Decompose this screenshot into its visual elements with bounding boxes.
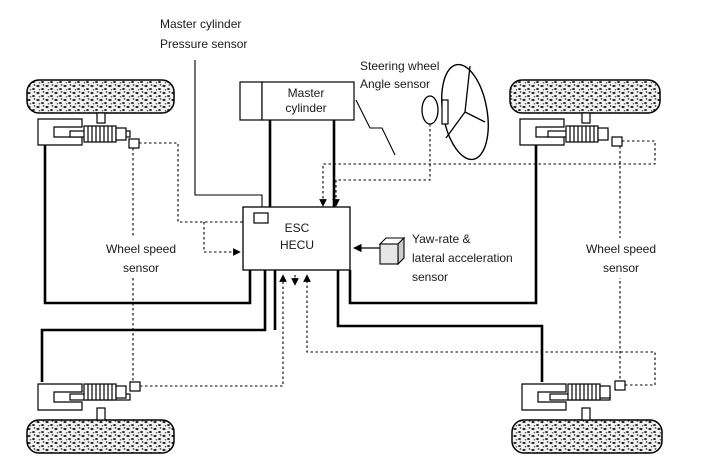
steering-angle-sensor-icon [421,95,439,125]
pressure-sensor-label-line2: Pressure sensor [160,37,247,51]
master-cylinder-box [261,81,355,121]
wheel-speed-sensor-front-right [611,136,623,147]
tire-front-right [509,79,661,114]
pressure-sensor-leader [194,60,263,212]
brake-assembly-rear-right [521,383,611,421]
master-cylinder-label-line1: Master [288,86,325,100]
tire-front-left [26,79,175,114]
master-cylinder-reservoir [239,81,263,121]
steering-wheel-label-line2: Angle sensor [360,77,430,91]
master-cylinder-label-line2: cylinder [285,101,326,115]
hecu-label: HECU [280,238,314,252]
wheel-speed-sensor-rear-right [614,380,626,391]
steering-angle-leader [355,99,396,156]
esc-label: ESC [285,221,310,235]
yaw-sensor-label-line2: lateral acceleration [412,251,513,265]
yaw-sensor-label-line3: sensor [412,270,448,284]
wheel-speed-sensor-front-left [128,138,140,149]
brake-assembly-front-right [519,112,609,146]
yaw-sensor-label-line1: Yaw-rate & [412,232,470,246]
wheel-speed-label-right-line2: sensor [603,261,639,275]
wheel-speed-label-right-line1: Wheel speed [586,242,656,256]
wheel-speed-label-left-line1: Wheel speed [106,242,176,256]
master-cylinder-pressure-sensor-icon [253,212,269,224]
yaw-rate-sensor-icon [378,236,406,266]
brake-assembly-front-left [37,112,131,146]
hydraulic-brake-lines [40,120,544,382]
pressure-sensor-label-line1: Master cylinder [160,17,241,31]
tire-rear-right [511,419,663,454]
steering-wheel-icon [441,63,489,161]
tire-rear-left [26,419,175,454]
wheel-speed-sensor-rear-left [129,381,141,392]
brake-assembly-rear-left [37,383,131,421]
steering-wheel-label-line1: Steering wheel [360,59,439,73]
wheel-speed-label-left-line2: sensor [123,261,159,275]
